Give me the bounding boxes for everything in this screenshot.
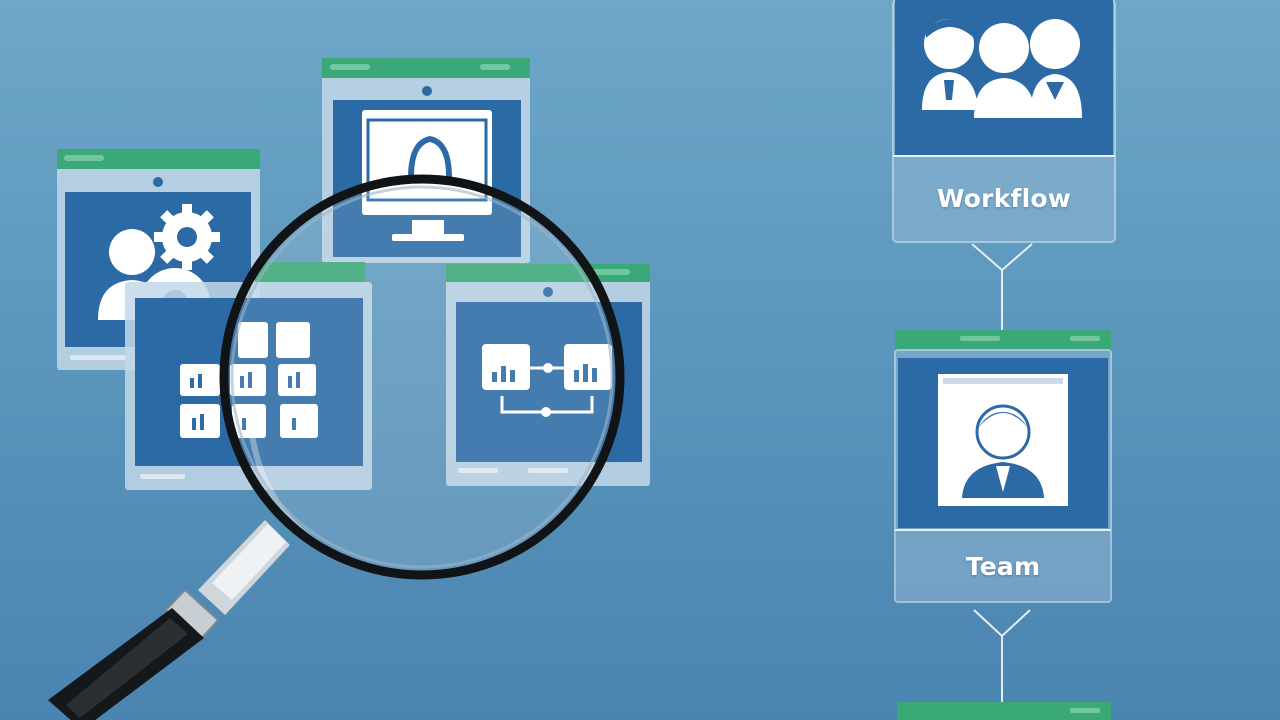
- magnifying-glass-icon: [48, 174, 625, 720]
- team-card: [894, 330, 1112, 603]
- connected-charts-icon: [482, 344, 612, 417]
- team-label: Team: [965, 551, 1041, 581]
- person-profile-icon: [938, 374, 1068, 506]
- next-card-partial: [897, 702, 1111, 720]
- window-grid: [125, 262, 372, 490]
- workflow-card: [892, 0, 1116, 243]
- team-group-icon: [922, 19, 1082, 118]
- connector-workflow-team: [971, 243, 1033, 332]
- connector-team-next: [973, 609, 1031, 702]
- workflow-label: Workflow: [936, 183, 1072, 213]
